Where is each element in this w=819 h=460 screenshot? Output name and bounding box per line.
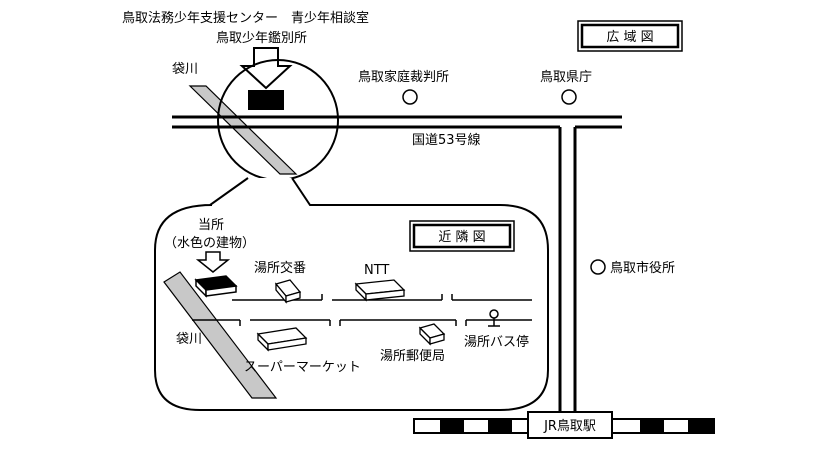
police-box-label: 湯所交番 <box>254 260 306 276</box>
station-road <box>558 127 577 416</box>
our-office-label-line1: 当所 <box>198 218 224 233</box>
our-office-arrow-icon <box>195 251 231 273</box>
facility-name-line2: 鳥取少年鑑別所 <box>216 30 307 46</box>
prefectural-office-marker <box>561 89 577 105</box>
route-53-label: 国道53号線 <box>412 132 481 148</box>
local-road <box>192 294 532 326</box>
river-label-top: 袋川 <box>172 62 198 77</box>
river-label-bottom: 袋川 <box>176 332 202 347</box>
police-box-building <box>274 279 302 304</box>
vicinity-title: 近 隣 図 <box>438 229 485 245</box>
route-53 <box>172 115 622 129</box>
post-office-building <box>418 323 446 346</box>
family-court-label: 鳥取家庭裁判所 <box>358 69 449 85</box>
river-bottom <box>163 271 278 399</box>
facility-name-line1: 鳥取法務少年支援センター 青少年相談室 <box>122 10 369 26</box>
vicinity-title-box: 近 隣 図 <box>409 220 515 252</box>
city-hall-marker <box>590 259 606 275</box>
river-top <box>188 85 298 175</box>
bus-stop-label: 湯所バス停 <box>464 334 529 350</box>
ntt-building <box>354 279 406 302</box>
facility-building <box>248 90 284 110</box>
bus-stop-icon <box>488 309 500 327</box>
wide-area-title-box: 広 域 図 <box>577 20 683 52</box>
supermarket-building <box>256 327 308 352</box>
post-office-label: 湯所郵便局 <box>380 349 445 364</box>
supermarket-label: スーパーマーケット <box>244 360 361 375</box>
jr-station: JR鳥取駅 <box>527 411 613 439</box>
jr-station-label: JR鳥取駅 <box>543 419 596 434</box>
city-hall-label: 鳥取市役所 <box>610 260 675 276</box>
ntt-label: NTT <box>364 263 389 278</box>
prefectural-office-label: 鳥取県庁 <box>540 70 592 85</box>
our-office-building <box>194 275 238 298</box>
wide-area-title: 広 域 図 <box>606 30 653 45</box>
our-office-label-line2: （水色の建物） <box>164 235 255 251</box>
family-court-marker <box>402 89 418 105</box>
